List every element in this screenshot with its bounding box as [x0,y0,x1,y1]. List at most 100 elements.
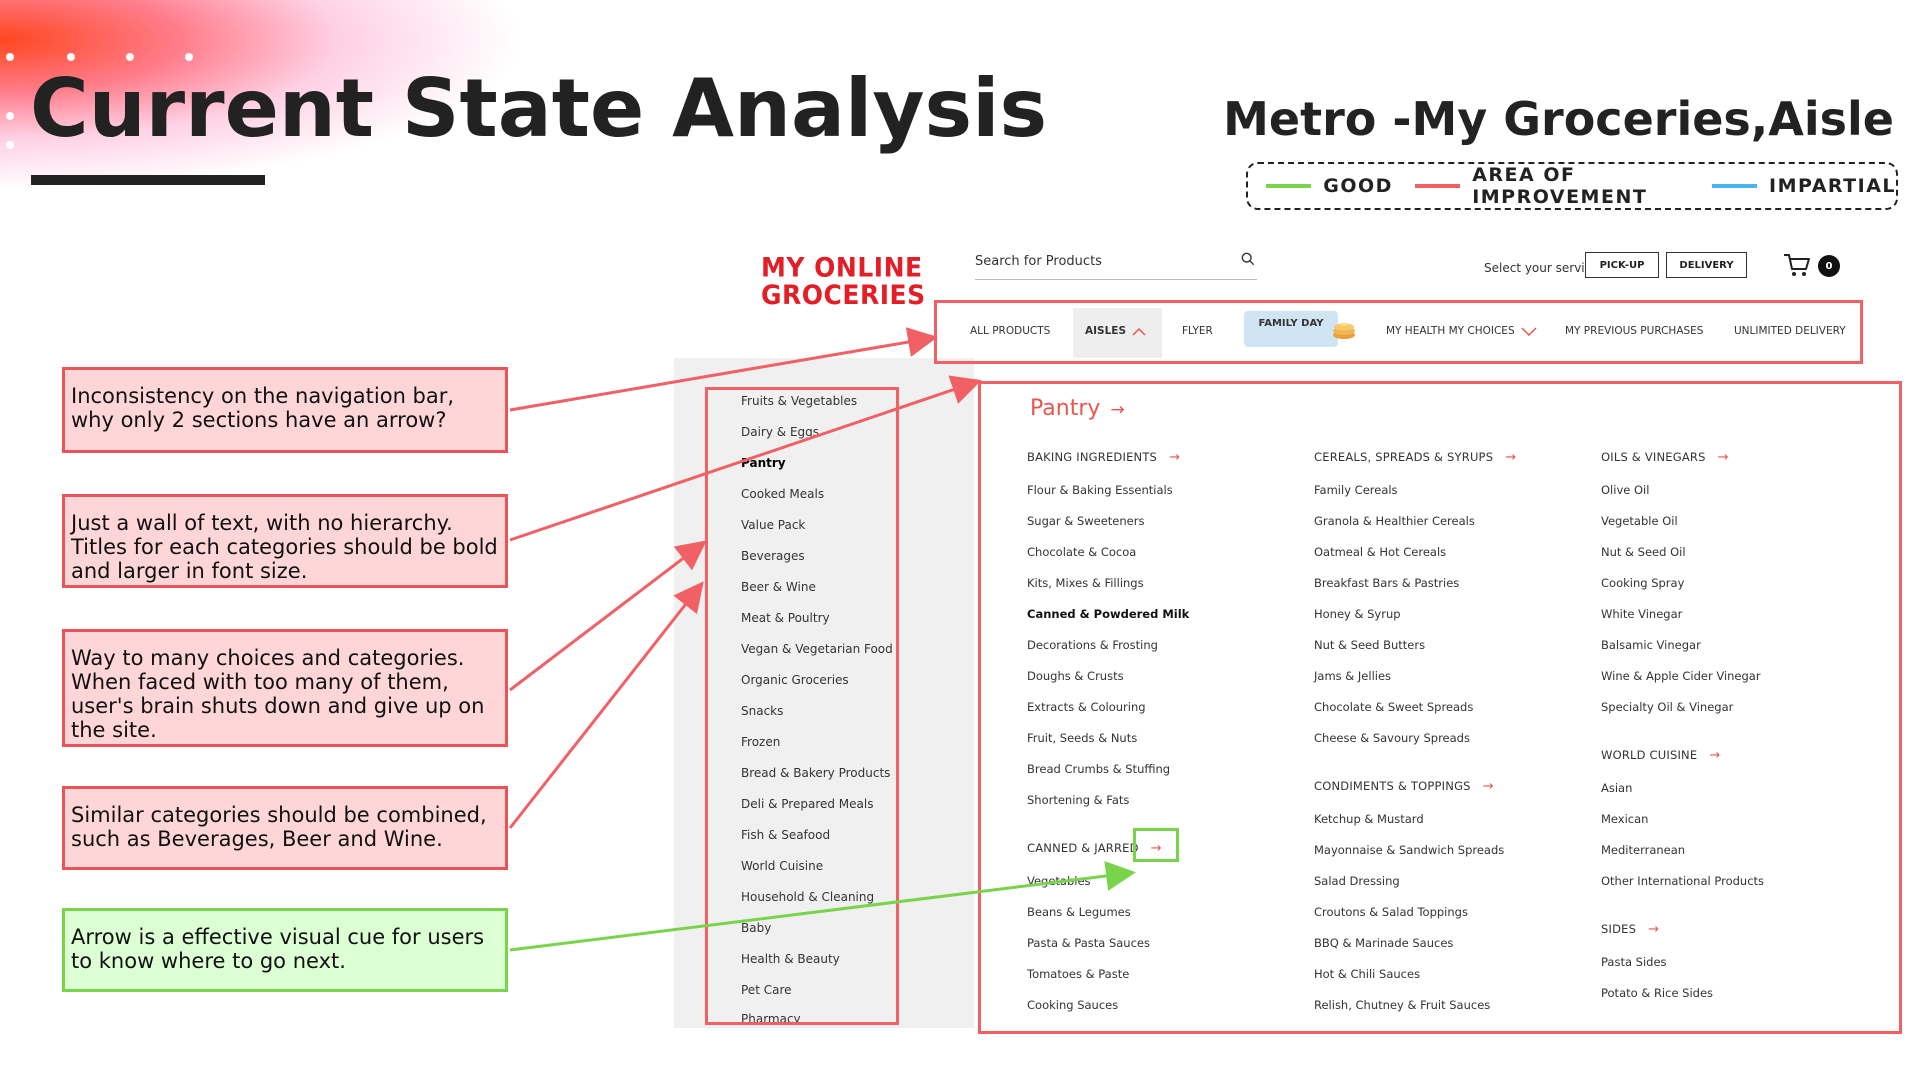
category-item[interactable]: Fruit, Seeds & Nuts [1027,731,1138,745]
category-item[interactable]: Cooking Sauces [1027,998,1119,1012]
category-item[interactable]: Extracts & Colouring [1027,700,1146,714]
category-item[interactable]: Balsamic Vinegar [1601,638,1701,652]
category-item[interactable]: Vegetable Oil [1601,514,1678,528]
category-item[interactable]: Nut & Seed Oil [1601,545,1686,559]
category-item[interactable]: Sugar & Sweeteners [1027,514,1145,528]
decorative-dot [6,112,14,120]
category-heading[interactable]: BAKING INGREDIENTS→ [1027,450,1180,465]
category-item[interactable]: Decorations & Frosting [1027,638,1158,652]
pantry-title[interactable]: Pantry→ [1030,396,1125,421]
delivery-button[interactable]: DELIVERY [1666,252,1747,278]
category-item[interactable]: Mexican [1601,812,1649,826]
aisle-item[interactable]: Value Pack [741,518,806,532]
category-item[interactable]: Ketchup & Mustard [1314,812,1424,826]
category-item[interactable]: Mayonnaise & Sandwich Spreads [1314,843,1505,857]
aisle-item[interactable]: Dairy & Eggs [741,425,820,439]
category-item[interactable]: Granola & Healthier Cereals [1314,514,1475,528]
category-heading[interactable]: OILS & VINEGARS→ [1601,450,1729,465]
aisle-item[interactable]: Organic Groceries [741,673,849,687]
aisle-item[interactable]: Deli & Prepared Meals [741,797,874,811]
category-item[interactable]: Beans & Legumes [1027,905,1131,919]
category-heading-label: CONDIMENTS & TOPPINGS [1314,779,1471,793]
category-item[interactable]: Tomatoes & Paste [1027,967,1130,981]
aisle-item[interactable]: Baby [741,921,772,935]
aisle-item[interactable]: Vegan & Vegetarian Food [741,642,893,656]
aisle-item[interactable]: Pharmacy [741,1012,801,1022]
category-item[interactable]: Breakfast Bars & Pastries [1314,576,1460,590]
category-heading[interactable]: CANNED & JARRED→ [1027,841,1162,856]
category-item[interactable]: Pasta & Pasta Sauces [1027,936,1150,950]
category-heading-label: OILS & VINEGARS [1601,450,1706,464]
category-item[interactable]: Oatmeal & Hot Cereals [1314,545,1447,559]
decorative-dot [6,141,14,149]
search-icon[interactable] [1241,252,1255,266]
aisle-item[interactable]: Health & Beauty [741,952,840,966]
category-item[interactable]: White Vinegar [1601,607,1683,621]
category-heading[interactable]: WORLD CUISINE→ [1601,748,1720,763]
site-logo[interactable]: MY ONLINE GROCERIES [761,254,941,310]
category-item[interactable]: Potato & Rice Sides [1601,986,1714,1000]
search-input[interactable]: Search for Products [975,246,1257,280]
category-item[interactable]: Salad Dressing [1314,874,1400,888]
nav-aisles[interactable]: AISLES [1085,300,1146,362]
category-item[interactable]: Asian [1601,781,1633,795]
category-item[interactable]: Doughs & Crusts [1027,669,1124,683]
category-heading[interactable]: CONDIMENTS & TOPPINGS→ [1314,779,1494,794]
nav-previous-purchases[interactable]: MY PREVIOUS PURCHASES [1565,325,1704,337]
category-item[interactable]: Relish, Chutney & Fruit Sauces [1314,998,1491,1012]
category-item[interactable]: Shortening & Fats [1027,793,1130,807]
nav-flyer[interactable]: FLYER [1182,325,1213,337]
pickup-button[interactable]: PICK-UP [1585,252,1659,278]
category-item[interactable]: Kits, Mixes & Fillings [1027,576,1144,590]
search-placeholder: Search for Products [975,254,1102,269]
aisle-item[interactable]: Fish & Seafood [741,828,831,842]
category-item[interactable]: Bread Crumbs & Stuffing [1027,762,1171,776]
nav-family-day[interactable]: FAMILY DAY [1244,311,1338,347]
aisle-item[interactable]: World Cuisine [741,859,824,873]
category-item[interactable]: Croutons & Salad Toppings [1314,905,1468,919]
category-item[interactable]: Chocolate & Sweet Spreads [1314,700,1474,714]
nav-all-products[interactable]: ALL PRODUCTS [970,325,1051,337]
arrow-right-icon: → [1709,748,1721,763]
legend-line-impartial [1711,184,1758,188]
category-item[interactable]: Pasta Sides [1601,955,1667,969]
category-panel [974,358,1904,1028]
category-item[interactable]: Chocolate & Cocoa [1027,545,1137,559]
category-item[interactable]: BBQ & Marinade Sauces [1314,936,1454,950]
arrow-right-icon: → [1505,450,1517,465]
category-item[interactable]: Flour & Baking Essentials [1027,483,1173,497]
nav-health[interactable]: MY HEALTH MY CHOICES [1386,300,1537,362]
aisle-item[interactable]: Household & Cleaning [741,890,875,904]
aisle-item-active[interactable]: Pantry [741,456,786,470]
category-item[interactable]: Mediterranean [1601,843,1686,857]
category-item[interactable]: Specialty Oil & Vinegar [1601,700,1734,714]
decorative-dot [6,53,14,61]
aisle-item[interactable]: Snacks [741,704,784,718]
category-item[interactable]: Canned & Powdered Milk [1027,607,1190,621]
category-item[interactable]: Jams & Jellies [1314,669,1392,683]
aisle-item[interactable]: Frozen [741,735,781,749]
aisle-item[interactable]: Meat & Poultry [741,611,830,625]
category-item[interactable]: Hot & Chili Sauces [1314,967,1421,981]
category-heading[interactable]: SIDES→ [1601,922,1659,937]
pantry-title-label: Pantry [1030,396,1101,421]
category-item[interactable]: Nut & Seed Butters [1314,638,1426,652]
aisle-item[interactable]: Beer & Wine [741,580,816,594]
aisle-item[interactable]: Cooked Meals [741,487,825,501]
category-item[interactable]: Olive Oil [1601,483,1650,497]
category-item[interactable]: Family Cereals [1314,483,1398,497]
category-item[interactable]: Other International Products [1601,874,1765,888]
nav-unlimited-delivery[interactable]: UNLIMITED DELIVERY [1734,325,1846,337]
category-heading[interactable]: CEREALS, SPREADS & SYRUPS→ [1314,450,1516,465]
aisle-item[interactable]: Beverages [741,549,805,563]
category-item[interactable]: Honey & Syrup [1314,607,1401,621]
aisle-item[interactable]: Pet Care [741,983,792,997]
cart-icon[interactable] [1783,252,1811,278]
category-item[interactable]: Cooking Spray [1601,576,1685,590]
decorative-dot [126,53,134,61]
aisle-item[interactable]: Bread & Bakery Products [741,766,891,780]
category-item[interactable]: Wine & Apple Cider Vinegar [1601,669,1761,683]
category-item[interactable]: Cheese & Savoury Spreads [1314,731,1470,745]
aisle-item[interactable]: Fruits & Vegetables [741,394,858,408]
